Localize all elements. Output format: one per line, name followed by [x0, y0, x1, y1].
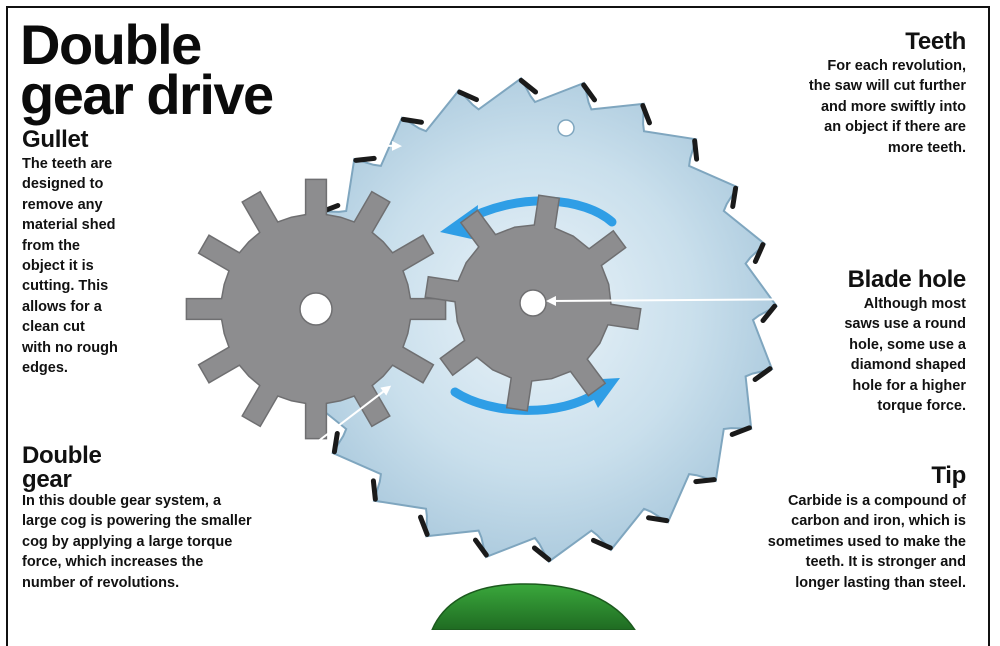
carbide-tip — [729, 425, 752, 437]
gullet-label: Gullet — [22, 126, 89, 153]
large-cog-hole — [299, 292, 333, 326]
teeth-pointer — [766, 155, 857, 210]
carbide-tip — [693, 477, 717, 485]
carbide-tip — [518, 77, 539, 95]
carbide-tip — [760, 303, 778, 324]
tip-pointer — [766, 416, 922, 479]
small-cog-hole — [519, 289, 547, 317]
blade-hole-label: Blade hole — [847, 266, 967, 293]
carbide-tip — [640, 103, 652, 126]
carbide-tip — [400, 116, 424, 125]
saw-handle — [431, 583, 636, 630]
gear-diagram — [104, 76, 922, 630]
teeth-text: For each revolution, the saw will cut fu… — [808, 58, 966, 156]
carbide-tip — [730, 185, 739, 209]
page-title: Double gear drive — [20, 13, 274, 126]
image-frame — [6, 6, 990, 646]
carbide-tip — [590, 537, 613, 551]
gullet-pointer — [104, 139, 402, 151]
double-gear-text: In this double gear system, a large cog … — [22, 493, 252, 591]
carbide-tip — [457, 89, 480, 103]
double-gear-label: Double gear — [22, 442, 102, 493]
blade-hole-pointer — [546, 295, 831, 306]
gullet-text: The teeth are designed to remove any mat… — [22, 156, 118, 377]
carbide-tip — [418, 514, 430, 537]
tip-label: Tip — [931, 462, 966, 489]
carbide-tip — [692, 138, 700, 162]
carbide-tip — [752, 242, 766, 265]
double-gear-pointer — [118, 385, 392, 456]
blade-small-hole — [557, 119, 575, 137]
carbide-tip — [531, 545, 552, 563]
teeth-label: Teeth — [905, 28, 966, 55]
carbide-tip — [353, 155, 377, 163]
carbide-tip — [581, 82, 598, 103]
tip-text: Carbide is a compound of carbon and iron… — [767, 493, 966, 591]
carbide-tip — [472, 537, 489, 558]
carbide-tip — [752, 366, 773, 383]
blade-hole-text: Although most saws use a round hole, som… — [844, 296, 966, 415]
carbide-tip — [370, 478, 378, 502]
carbide-tip — [646, 515, 670, 524]
carbide-tip — [331, 431, 340, 455]
